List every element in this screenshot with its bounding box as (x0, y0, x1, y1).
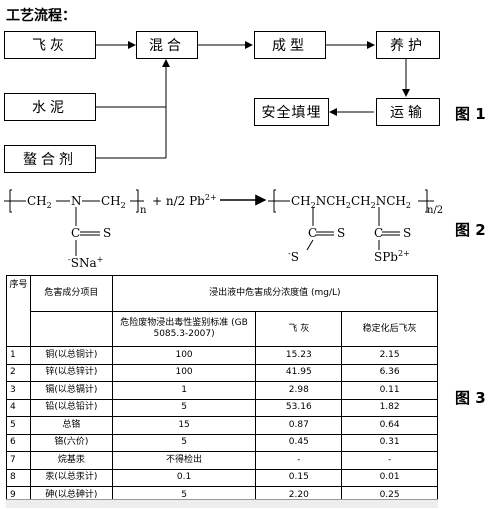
row-fly-ash: - (255, 451, 343, 470)
row-fly-ash: 0.87 (255, 416, 343, 435)
curing-box: 养护 (376, 31, 440, 59)
right-s-double-a: S (337, 226, 346, 240)
row-standard: 5 (111, 433, 257, 452)
flow-connectors (4, 41, 434, 256)
flyash-box: 飞灰 (4, 31, 96, 59)
row-fly-ash: 41.95 (255, 363, 343, 382)
row-standard: 不得检出 (111, 451, 257, 470)
transport-box: 运输 (376, 98, 440, 126)
row-item: 烷基汞 (29, 451, 113, 470)
row-stabilized: 6.36 (341, 363, 438, 382)
row-stabilized: 0.31 (341, 433, 438, 452)
left-chain-ch2-a: CH2 (27, 194, 52, 210)
row-number: 4 (6, 398, 31, 417)
plus-pb-term: + n/2 Pb2+ (152, 193, 217, 208)
row-fly-ash: 2.98 (255, 381, 343, 400)
right-n2-subscript: n/2 (427, 205, 444, 216)
right-c-atom-b: C (374, 226, 384, 240)
right-s-pb: SPb2+ (374, 249, 410, 264)
figure-3-label: 图 3 (455, 389, 486, 407)
horizontal-scrollbar[interactable] (6, 499, 438, 508)
row-stabilized: 2.15 (341, 346, 438, 365)
header-item: 危害成分项目 (29, 275, 113, 312)
row-standard: 100 (111, 346, 257, 365)
right-s-minus: -S (288, 249, 299, 264)
page-title: 工艺流程： (6, 8, 76, 24)
header-group: 浸出液中危害成分浓度值 (mg/L) (111, 275, 439, 312)
right-chain: CH2NCH2CH2NCH2 (291, 194, 411, 210)
row-item: 铜(以总铜计) (29, 346, 113, 365)
mix-box: 混合 (136, 31, 198, 59)
row-number: 7 (6, 451, 31, 470)
left-chain-n: N (71, 194, 82, 208)
row-stabilized: 0.64 (341, 416, 438, 435)
header-stabilized: 稳定化后飞灰 (341, 311, 438, 347)
row-number: 8 (6, 468, 31, 487)
header-fly-ash: 飞 灰 (255, 311, 343, 347)
header-item-blank (29, 311, 113, 347)
row-standard: 1 (111, 381, 257, 400)
row-fly-ash: 15.23 (255, 346, 343, 365)
row-stabilized: 0.11 (341, 381, 438, 400)
row-item: 镉(以总镉计) (29, 381, 113, 400)
row-item: 汞(以总汞计) (29, 468, 113, 487)
row-item: 铬(六价) (29, 433, 113, 452)
left-s-double: S (103, 226, 112, 240)
row-standard: 0.1 (111, 468, 257, 487)
row-fly-ash: 0.15 (255, 468, 343, 487)
row-stabilized: 1.82 (341, 398, 438, 417)
row-stabilized: - (341, 451, 438, 470)
left-sna: -SNa+ (68, 255, 104, 270)
row-number: 3 (6, 381, 31, 400)
figure-1-label: 图 1 (455, 105, 486, 123)
header-standard: 危险废物浸出毒性鉴别标准 (GB 5085.3-2007) (111, 311, 257, 347)
figure-2-label: 图 2 (455, 221, 486, 239)
cement-box: 水泥 (4, 93, 96, 121)
left-chain-ch2-b: CH2 (101, 194, 126, 210)
leaching-table: 序号 危害成分项目 浸出液中危害成分浓度值 (mg/L) 危险废物浸出毒性鉴别标… (6, 275, 439, 505)
row-fly-ash: 53.16 (255, 398, 343, 417)
row-number: 5 (6, 416, 31, 435)
left-n-subscript: n (140, 205, 147, 216)
right-c-atom-a: C (308, 226, 318, 240)
chelator-box: 螯合剂 (4, 145, 96, 173)
row-number: 2 (6, 363, 31, 382)
right-s-double-b: S (403, 226, 412, 240)
row-item: 总铬 (29, 416, 113, 435)
row-number: 1 (6, 346, 31, 365)
row-number: 6 (6, 433, 31, 452)
landfill-box: 安全填埋 (254, 98, 329, 126)
row-standard: 15 (111, 416, 257, 435)
row-standard: 5 (111, 398, 257, 417)
row-stabilized: 0.01 (341, 468, 438, 487)
left-c-atom: C (71, 226, 81, 240)
row-item: 铅(以总铅计) (29, 398, 113, 417)
row-standard: 100 (111, 363, 257, 382)
row-item: 锌(以总锌计) (29, 363, 113, 382)
forming-box: 成型 (254, 31, 326, 59)
row-fly-ash: 0.45 (255, 433, 343, 452)
header-seq: 序号 (6, 275, 31, 347)
